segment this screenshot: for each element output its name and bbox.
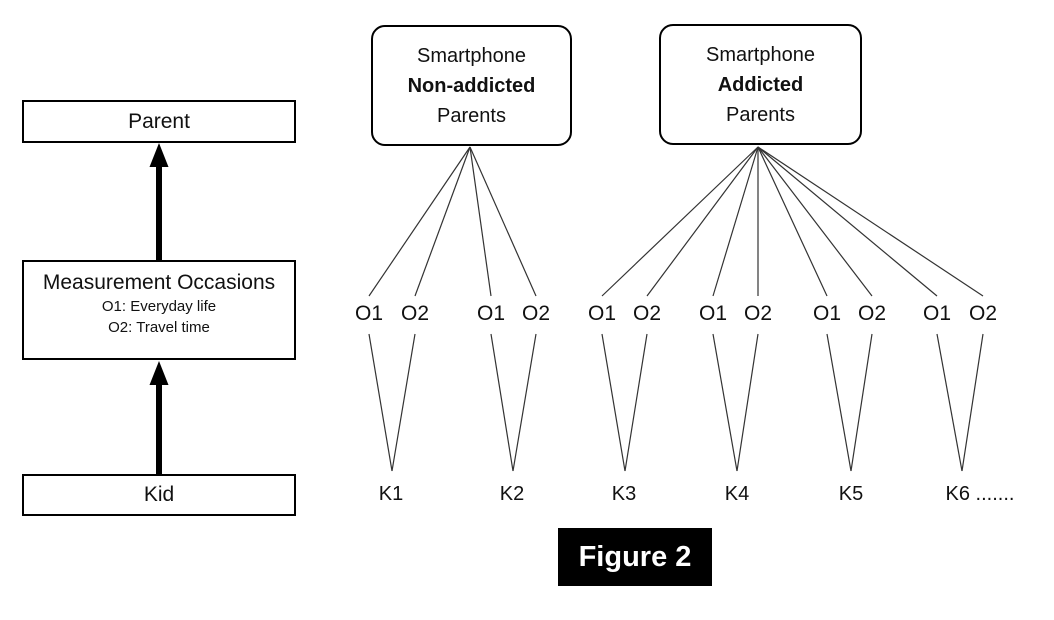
occasion-to-kid-lines bbox=[368, 333, 984, 472]
measurement-occasion-item-o2: O2: Travel time bbox=[108, 319, 210, 336]
arrow-kid-to-mo bbox=[149, 361, 169, 475]
figure-caption-label: Figure 2 bbox=[578, 540, 692, 573]
occasion-label-pair3-o2: O2 bbox=[632, 302, 662, 325]
occasion-label-pair2-o1: O1 bbox=[476, 302, 506, 325]
measurement-occasion-item-o1: O1: Everyday life bbox=[101, 298, 217, 315]
occasion-label-pair4-o2: O2 bbox=[743, 302, 773, 325]
parent-label: Parent bbox=[128, 109, 190, 133]
occasion-label-pair6-o2: O2 bbox=[968, 302, 998, 325]
figure-caption-box: Figure 2 bbox=[558, 528, 712, 586]
group-line-1: Smartphone bbox=[417, 44, 526, 67]
group-box-addicted: Smartphone Addicted Parents bbox=[659, 24, 862, 145]
group-line-3: Parents bbox=[726, 103, 795, 126]
occasion-label-pair4-o1: O1 bbox=[698, 302, 728, 325]
group-box-non-addicted: Smartphone Non-addicted Parents bbox=[371, 25, 572, 146]
group-line-2: Non-addicted bbox=[407, 74, 536, 97]
measurement-occasions-title: Measurement Occasions bbox=[42, 271, 276, 294]
kid-label-k5: K5 bbox=[838, 483, 864, 505]
group-line-3: Parents bbox=[437, 104, 506, 127]
kid-label-k4: K4 bbox=[724, 483, 750, 505]
group-line-1: Smartphone bbox=[706, 43, 815, 66]
arrow-mo-to-parent bbox=[149, 143, 169, 261]
occasion-label-pair1-o1: O1 bbox=[354, 302, 384, 325]
kid-label: Kid bbox=[143, 483, 175, 506]
kid-label-k1: K1 bbox=[378, 483, 404, 505]
occasion-label-pair6-o1: O1 bbox=[922, 302, 952, 325]
occasion-label-pair1-o2: O2 bbox=[400, 302, 430, 325]
kid-label-k2: K2 bbox=[499, 483, 525, 505]
occasion-label-pair2-o2: O2 bbox=[521, 302, 551, 325]
kid-box: Kid bbox=[22, 474, 296, 516]
fan-lines-addicted bbox=[601, 146, 984, 297]
group-line-2: Addicted bbox=[717, 73, 804, 96]
occasion-label-pair5-o2: O2 bbox=[857, 302, 887, 325]
occasion-label-pair3-o1: O1 bbox=[587, 302, 617, 325]
parent-box: Parent bbox=[22, 100, 296, 143]
occasion-label-pair5-o1: O1 bbox=[812, 302, 842, 325]
fan-lines-non-addicted bbox=[368, 146, 537, 297]
kid-label-k6: K6 ....... bbox=[945, 483, 1015, 505]
kid-label-k3: K3 bbox=[611, 483, 637, 505]
measurement-occasions-box: Measurement Occasions O1: Everyday life … bbox=[22, 260, 296, 360]
